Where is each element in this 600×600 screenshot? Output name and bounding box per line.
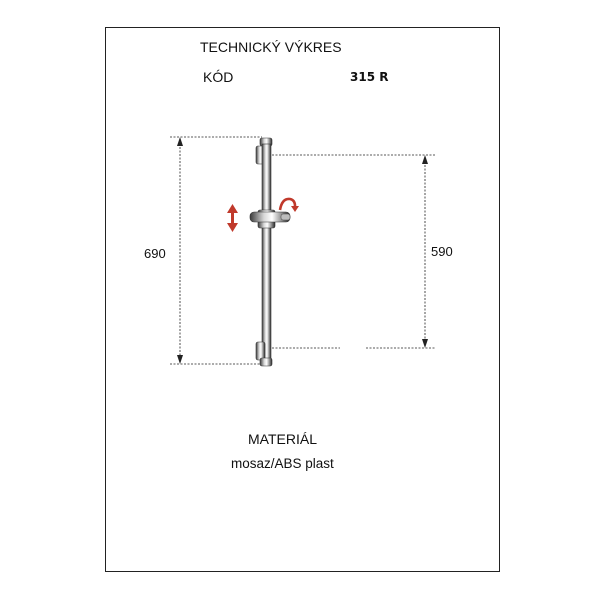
material-label: MATERIÁL — [248, 431, 317, 447]
drawing-title: TECHNICKÝ VÝKRES — [200, 39, 342, 55]
dimension-590-label: 590 — [431, 244, 453, 259]
material-value: mosaz/ABS plast — [231, 456, 334, 471]
dimension-690 — [170, 136, 262, 365]
code-label: KÓD — [203, 69, 234, 85]
rotate-arrow-icon — [278, 197, 299, 212]
dimension-690-label: 690 — [144, 246, 166, 261]
code-value: 315 R — [350, 70, 389, 84]
sliding-holder — [249, 209, 291, 229]
shower-rail — [255, 137, 273, 367]
dimension-590 — [272, 154, 436, 349]
vertical-double-arrow-icon — [227, 204, 238, 232]
drawing-frame — [105, 27, 500, 572]
